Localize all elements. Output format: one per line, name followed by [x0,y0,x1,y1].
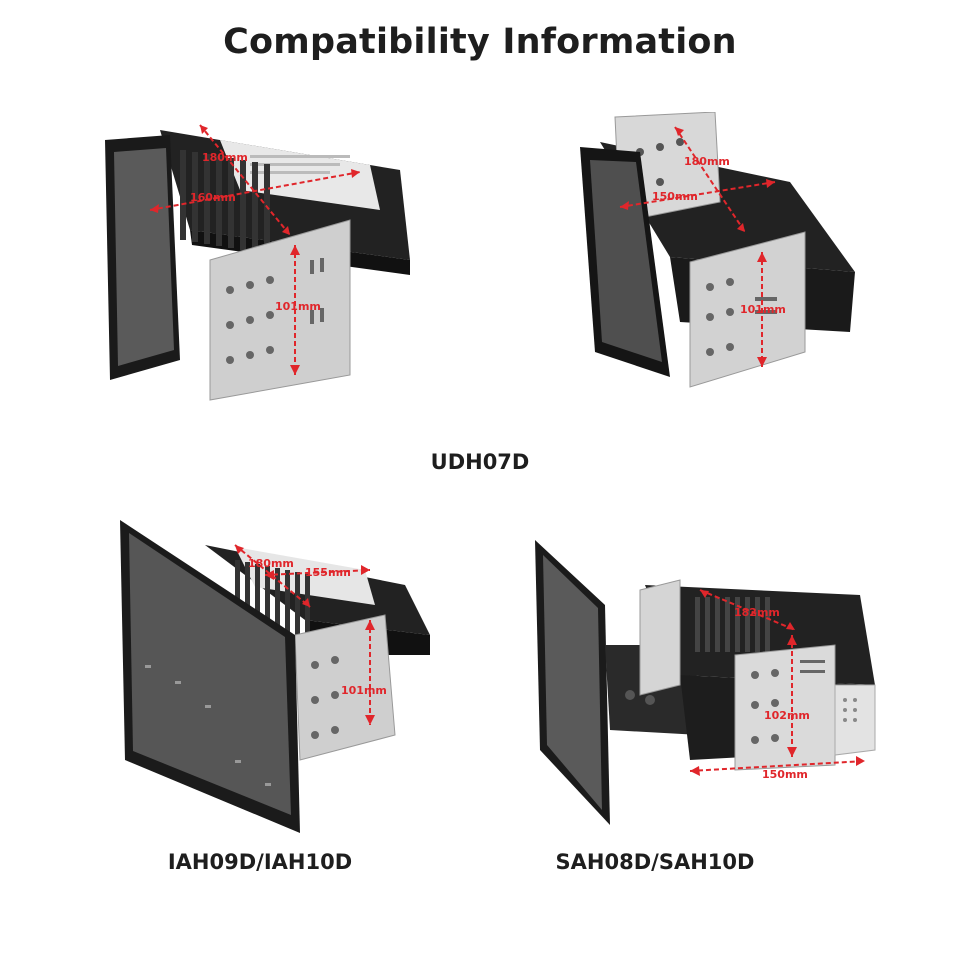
dim-label-depth-side: 150mm [652,190,698,203]
product-image-udh07d-right: 180mm 150mm 101mm [580,111,870,406]
dim-label-height: 101mm [740,303,786,316]
dim-label-height: 101mm [341,684,387,697]
dim-label-depth-top: 182mm [734,606,780,619]
dim-label-height: 102mm [764,709,810,722]
dim-label-width: 150mm [762,768,808,781]
dim-label-depth-top: 180mm [248,557,294,570]
dim-label-depth-top: 180mm [684,155,730,168]
page-title: Compatibility Information [223,22,737,62]
model-label-sah08d-sah10d: SAH08D/SAH10D [555,850,755,874]
product-image-iah09d-iah10d: 180mm 155mm 101mm [115,515,445,844]
dim-label-depth-side: 155mm [305,566,351,579]
dim-label-depth-top: 180mm [202,151,248,164]
model-label-udh07d: UDH07D [430,450,530,474]
product-image-sah08d-sah10d: 182mm 102mm 150mm [530,535,890,834]
dim-label-depth-side: 160mm [190,191,236,204]
dim-label-height: 101mm [275,300,321,313]
model-label-iah09d-iah10d: IAH09D/IAH10D [167,850,353,874]
product-image-udh07d-left: 180mm 160mm 101mm [100,110,430,414]
